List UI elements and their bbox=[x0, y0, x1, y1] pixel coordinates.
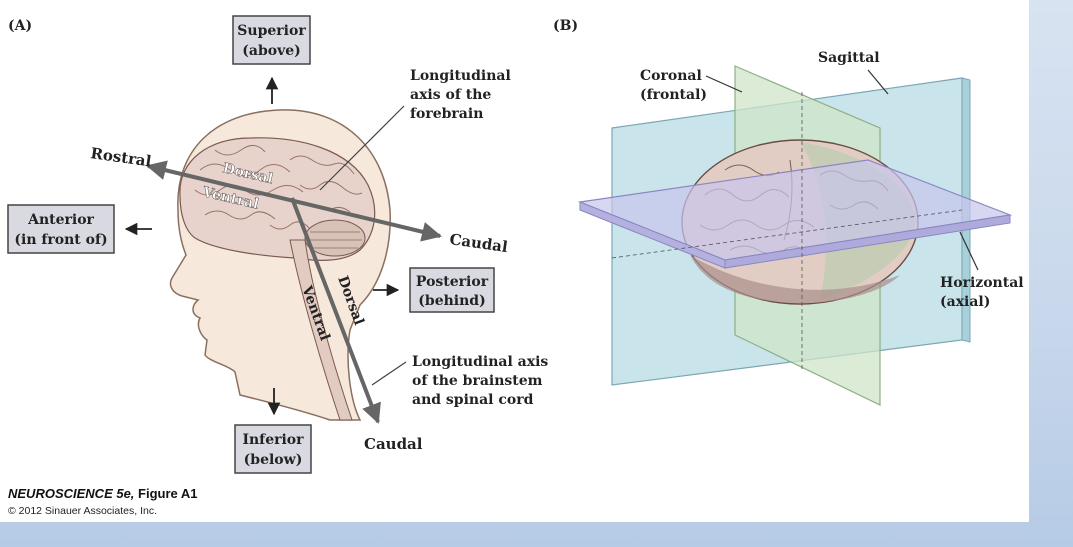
inferior-box bbox=[234, 424, 312, 474]
rostral-label: Rostral bbox=[89, 144, 152, 170]
plane-intersection-lines bbox=[611, 92, 963, 370]
anterior-box bbox=[7, 204, 115, 254]
brainstem-illustration bbox=[289, 239, 353, 421]
inferior-line1: Inferior bbox=[242, 432, 304, 448]
brainstem-axis-line1: Longitudinal axis bbox=[412, 354, 548, 370]
forebrain-axis-line2: axis of the bbox=[410, 87, 491, 103]
forebrain-axis-line3: forebrain bbox=[410, 106, 483, 122]
horizontal-leader bbox=[959, 231, 979, 271]
horizontal-plane-edge-front bbox=[724, 214, 1011, 269]
anterior-line1: Anterior bbox=[27, 212, 94, 228]
caudal-forebrain-label: Caudal bbox=[448, 230, 509, 256]
caudal-brainstem-label: Caudal bbox=[364, 435, 423, 453]
superior-line1: Superior bbox=[237, 23, 306, 39]
posterior-box bbox=[409, 267, 495, 313]
forebrain-axis-leader bbox=[319, 105, 405, 191]
caption-copyright: © 2012 Sinauer Associates, Inc. bbox=[8, 505, 157, 517]
horizontal-label-line2: (axial) bbox=[940, 294, 990, 310]
anterior-line2: (in front of) bbox=[14, 232, 107, 248]
panel-b-label: (B) bbox=[553, 18, 578, 34]
brainstem-axis-line2: of the brainstem bbox=[412, 373, 543, 389]
caption-figure: Figure A1 bbox=[138, 486, 198, 501]
sagittal-leader bbox=[867, 69, 889, 95]
horizontal-label-line1: Horizontal bbox=[940, 275, 1024, 291]
superior-line2: (above) bbox=[242, 43, 301, 59]
panel-a-label: (A) bbox=[8, 18, 32, 34]
inferior-line2: (below) bbox=[244, 452, 303, 468]
caption-book: NEUROSCIENCE 5e, bbox=[8, 486, 135, 501]
brainstem-axis-line3: and spinal cord bbox=[412, 392, 534, 408]
coronal-label-line1: Coronal bbox=[640, 68, 702, 84]
brainstem-axis-leader bbox=[371, 361, 407, 386]
coronal-leader bbox=[705, 75, 743, 93]
forebrain-axis-line1: Longitudinal bbox=[410, 68, 511, 84]
coronal-label-line2: (frontal) bbox=[640, 87, 707, 103]
brain-3d-temporal-shade bbox=[690, 255, 900, 304]
posterior-line2: (behind) bbox=[418, 293, 485, 309]
brainstem-axis-arrow bbox=[290, 197, 381, 424]
sagittal-label: Sagittal bbox=[818, 50, 880, 66]
figure-caption: NEUROSCIENCE 5e, Figure A1 bbox=[8, 486, 198, 501]
superior-box bbox=[232, 15, 311, 65]
posterior-line1: Posterior bbox=[416, 274, 489, 290]
